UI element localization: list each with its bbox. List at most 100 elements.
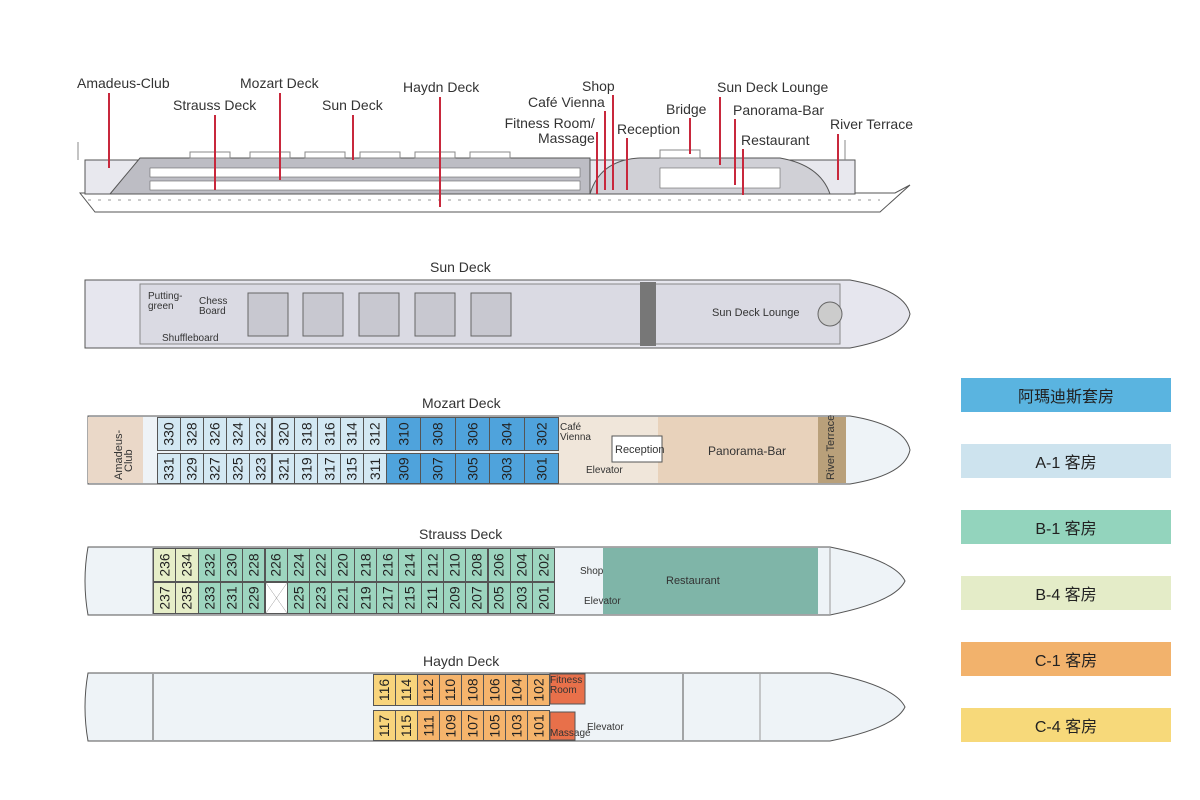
cabin-114[interactable]: 114	[395, 674, 418, 706]
cabin-112[interactable]: 112	[417, 674, 440, 706]
cabin-307[interactable]: 307	[420, 453, 456, 484]
label-strauss-deck: Strauss Deck	[173, 97, 257, 113]
label-line: Café	[560, 422, 582, 433]
label-line: Massage	[538, 130, 595, 146]
leader-line	[279, 93, 281, 180]
leader-line	[689, 118, 691, 154]
leader-line	[734, 119, 736, 185]
cabin-number: 102	[530, 678, 547, 702]
cabin-104[interactable]: 104	[505, 674, 528, 706]
strauss-deck-title: Strauss Deck	[419, 526, 503, 542]
cabin-number: 110	[442, 678, 459, 702]
label-line: green	[148, 301, 174, 312]
sun-deck-lounge-label: Sun Deck Lounge	[712, 307, 800, 319]
cabin-117[interactable]: 117	[373, 710, 396, 741]
mozart-deck-title: Mozart Deck	[422, 395, 501, 411]
label-fitness-room-massage: Fitness Room/Massage	[502, 116, 595, 146]
cabin-number: 104	[508, 678, 525, 702]
legend-item: A-1 客房	[961, 444, 1171, 478]
cabin-303[interactable]: 303	[489, 453, 525, 484]
legend-item: C-1 客房	[961, 642, 1171, 676]
label-line: Fitness Room/	[504, 115, 595, 131]
cabin-106[interactable]: 106	[483, 674, 506, 706]
label-line: Board	[199, 306, 226, 317]
cabin-301[interactable]: 301	[523, 453, 559, 484]
cabin-103[interactable]: 103	[505, 710, 528, 741]
label-panorama-bar: Panorama-Bar	[733, 102, 825, 118]
cabin-number: 105	[486, 713, 503, 738]
label-line: Chess	[199, 296, 228, 307]
legend-item: B-1 客房	[961, 510, 1171, 544]
label-sun-deck: Sun Deck	[322, 97, 383, 113]
elevator-label: Elevator	[584, 596, 621, 607]
cabin-number: 101	[530, 713, 547, 738]
label-bridge: Bridge	[666, 101, 707, 117]
leader-line	[108, 93, 110, 168]
leader-line	[719, 97, 721, 165]
cabin-110[interactable]: 110	[439, 674, 462, 706]
leader-line	[214, 115, 216, 190]
label-shop: Shop	[582, 78, 615, 94]
cabin-201[interactable]: 201	[532, 582, 556, 614]
elevator-label: Elevator	[586, 465, 623, 476]
label-mozart-deck: Mozart Deck	[240, 75, 319, 91]
cabin-115[interactable]: 115	[395, 710, 418, 741]
cabin-105[interactable]: 105	[483, 710, 506, 741]
cabin-310[interactable]: 310	[386, 417, 422, 451]
label-restaurant: Restaurant	[741, 132, 810, 148]
panorama-bar-label: Panorama-Bar	[708, 444, 787, 458]
cabin-116[interactable]: 116	[373, 674, 396, 706]
leader-line	[626, 138, 628, 190]
cabin-102[interactable]: 102	[527, 674, 550, 706]
putting-green-label: Putting-green	[148, 292, 182, 312]
massage-label: Massage	[550, 728, 591, 739]
label-haydn-deck: Haydn Deck	[403, 79, 480, 95]
legend-item: B-4 客房	[961, 576, 1171, 610]
ship-profile	[77, 140, 911, 213]
cabin-number: 112	[420, 678, 437, 702]
cabin-number: 116	[376, 678, 393, 702]
cabin-109[interactable]: 109	[439, 710, 462, 741]
label-amadeus-club: Amadeus-Club	[77, 75, 170, 91]
cabin-number: 109	[442, 713, 459, 738]
label-reception: Reception	[617, 121, 681, 137]
leader-line	[439, 97, 441, 207]
cabin-number: 106	[486, 678, 503, 702]
haydn-deck-title: Haydn Deck	[423, 653, 500, 669]
shop-label: Shop	[580, 566, 604, 577]
cabin-111[interactable]: 111	[417, 710, 440, 741]
label-line: Vienna	[560, 432, 591, 443]
shuffleboard-label: Shuffleboard	[162, 333, 219, 344]
cabin-302[interactable]: 302	[523, 417, 559, 451]
cabin-306[interactable]: 306	[454, 417, 491, 451]
cabin-101[interactable]: 101	[527, 710, 550, 741]
cabin-108[interactable]: 108	[461, 674, 484, 706]
leader-line	[352, 115, 354, 160]
label-line: Fitness	[550, 675, 583, 686]
legend-item: 阿瑪迪斯套房	[961, 378, 1171, 412]
restaurant-label: Restaurant	[666, 575, 720, 587]
cabin-107[interactable]: 107	[461, 710, 484, 741]
sun-deck-title: Sun Deck	[430, 259, 491, 275]
cabin-number: 107	[464, 713, 481, 738]
cabin-number: 114	[398, 678, 415, 702]
reception-label: Reception	[615, 444, 665, 456]
label-river-terrace: River Terrace	[830, 116, 913, 132]
elevator-label: Elevator	[587, 722, 624, 733]
label-line: Putting-	[148, 291, 183, 302]
cabin-number: 108	[464, 678, 481, 702]
legend-item: C-4 客房	[961, 708, 1171, 742]
cabin-number: 103	[508, 713, 525, 738]
leader-line	[604, 111, 606, 190]
cabin-202[interactable]: 202	[532, 548, 556, 582]
leader-line	[837, 134, 839, 180]
cabin-number: 111	[420, 714, 437, 737]
leader-line	[596, 132, 598, 194]
cabin-number: 115	[398, 714, 415, 737]
leader-line	[612, 95, 614, 190]
label-line: Room	[550, 685, 577, 696]
